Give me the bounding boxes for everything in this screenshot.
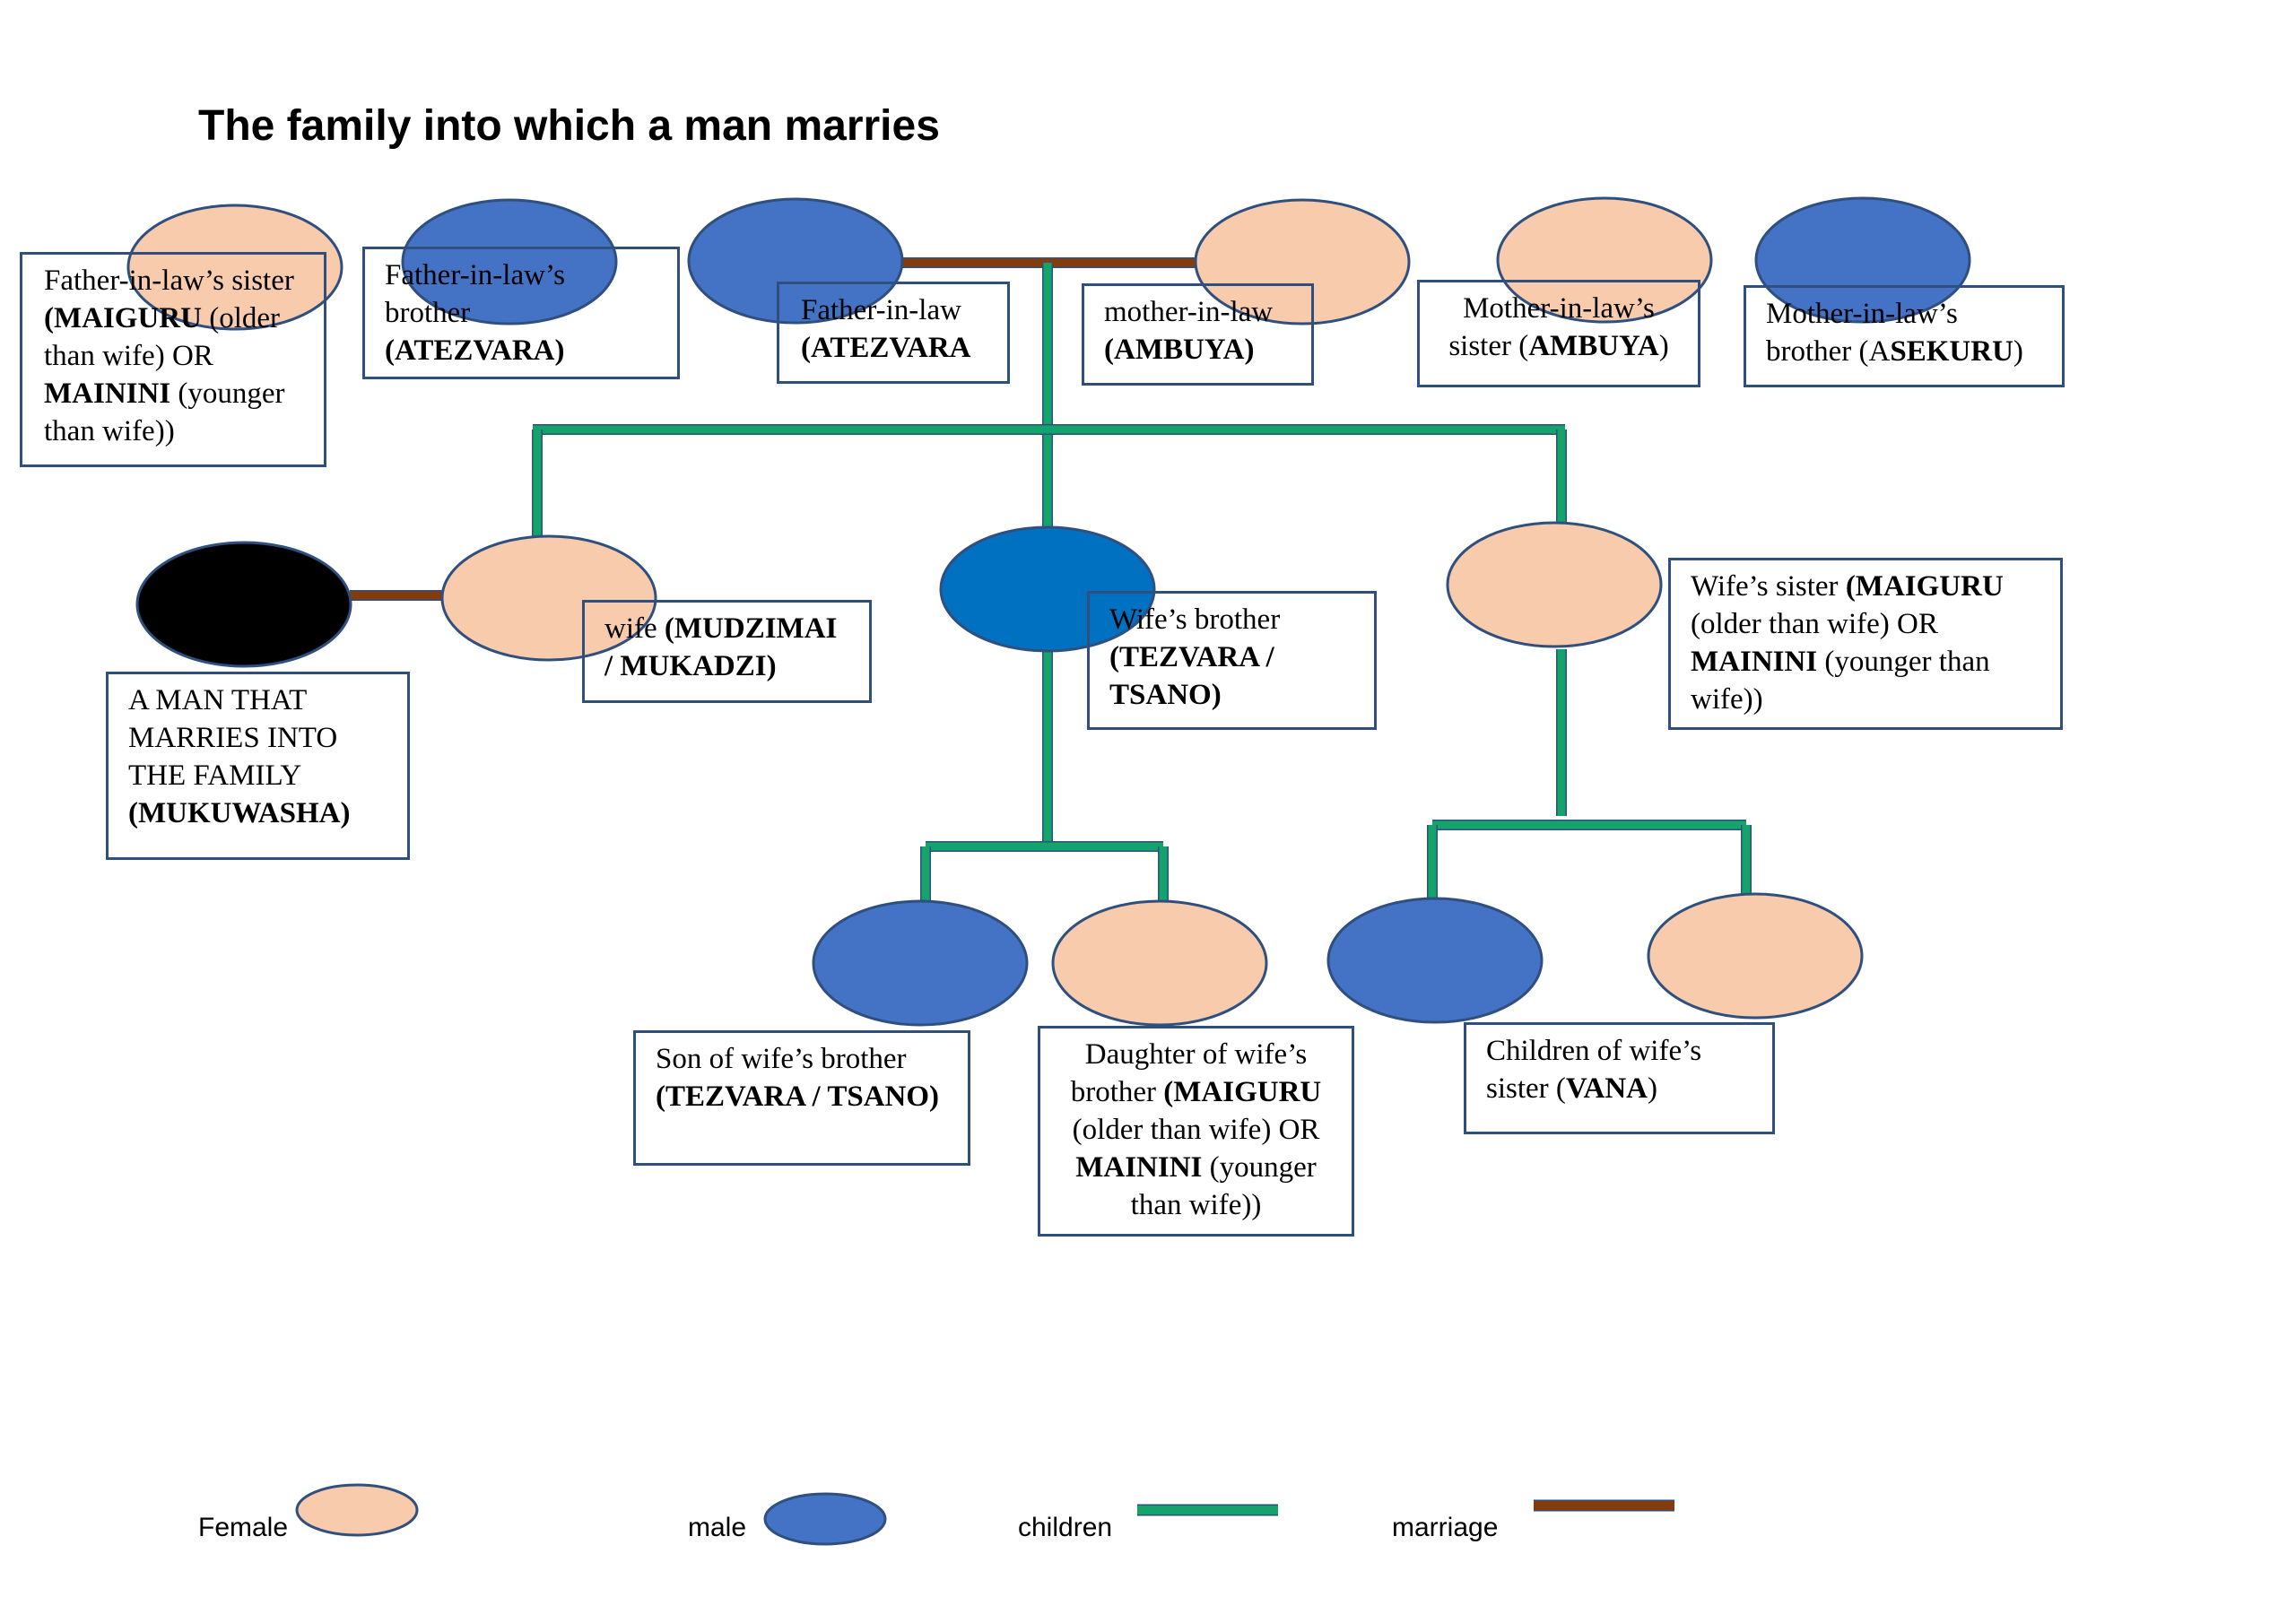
page-title: The family into which a man marries: [198, 102, 940, 150]
label-wifes-sister: Wife’s sister (MAIGURU (older than wife)…: [1668, 558, 2063, 730]
female-node-wifes-sister: [1446, 521, 1663, 648]
label-mil-brother: Mother-in-law’s brother (ASEKURU): [1744, 285, 2065, 387]
label-fil-brother: Father-in-law’s brother (ATEZVARA): [362, 247, 680, 379]
label-wife: wife (MUDZIMAI / MUKADZI): [582, 600, 872, 703]
label-mil-sister: Mother-in-law’s sister (AMBUYA): [1417, 280, 1700, 387]
female-node-child-ws: [1647, 892, 1864, 1020]
label-husband: A MAN THAT MARRIES INTO THE FAMILY (MUKU…: [106, 672, 410, 860]
husband-node: [135, 541, 352, 668]
male-node-son-wb: [812, 899, 1029, 1027]
female-node-fil-sister: [126, 204, 344, 331]
legend-marriage-label: marriage: [1392, 1513, 1499, 1542]
label-father-in-law: Father-in-law (ATEZVARA: [777, 282, 1010, 384]
male-node-fil-brother: [401, 198, 618, 325]
legend-children-label: children: [1018, 1513, 1113, 1542]
legend-female-swatch: [295, 1483, 419, 1537]
female-node-daughter-wb: [1051, 899, 1268, 1027]
female-node-mother-in-law: [1194, 198, 1411, 325]
legend-male-swatch: [763, 1492, 887, 1546]
male-node-mil-brother: [1754, 196, 1971, 324]
label-mother-in-law: mother-in-law (AMBUYA): [1082, 283, 1314, 386]
female-node-mil-sister: [1496, 196, 1713, 324]
label-children-ws: Children of wife’s sister (VANA): [1464, 1022, 1775, 1134]
label-fil-sister: Father-in-law’s sister (MAIGURU (older t…: [20, 252, 326, 467]
label-daughter-wb: Daughter of wife’s brother (MAIGURU (old…: [1038, 1026, 1354, 1237]
female-node-wife: [440, 534, 657, 662]
male-node-child-ws: [1326, 897, 1544, 1024]
legend-female-label: Female: [198, 1513, 289, 1542]
male-node-father-in-law: [687, 197, 904, 325]
legend-male-label: male: [688, 1513, 747, 1542]
label-son-wb: Son of wife’s brother (TEZVARA / TSANO): [633, 1030, 970, 1166]
male-node-wifes-brother: [939, 525, 1156, 653]
label-wifes-brother: Wife’s brother (TEZVARA / TSANO): [1087, 591, 1377, 730]
